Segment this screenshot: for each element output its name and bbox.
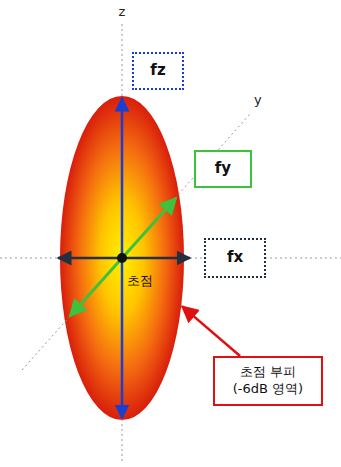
y-axis (22, 114, 250, 370)
pointer-arrow (182, 306, 240, 356)
focal-volume-ellipse: 초점 (59, 95, 185, 421)
z-axis (122, 24, 123, 462)
callout-box: 초점 부피 (-6dB 영역) (213, 356, 323, 406)
fy-box: fy (194, 150, 252, 188)
x-axis (0, 258, 341, 259)
focal-point-label: 초점 (127, 272, 153, 290)
axis-label: fx (227, 248, 243, 268)
axis-label: fy (215, 159, 231, 179)
focal-point-dot (117, 253, 127, 263)
axis-name: z (119, 4, 126, 19)
focal-volume (60, 96, 184, 420)
fz-box: fz (132, 52, 184, 90)
fy-arrow (70, 198, 176, 316)
fz-arrow (121, 98, 124, 418)
axis-name: y (254, 92, 262, 107)
fx-box: fx (204, 238, 266, 278)
axis-label: fz (150, 61, 165, 81)
ellipse-shape (59, 95, 185, 421)
fx-arrow (58, 257, 190, 260)
callout-text: 초점 부피 (-6dB 영역) (225, 364, 311, 398)
